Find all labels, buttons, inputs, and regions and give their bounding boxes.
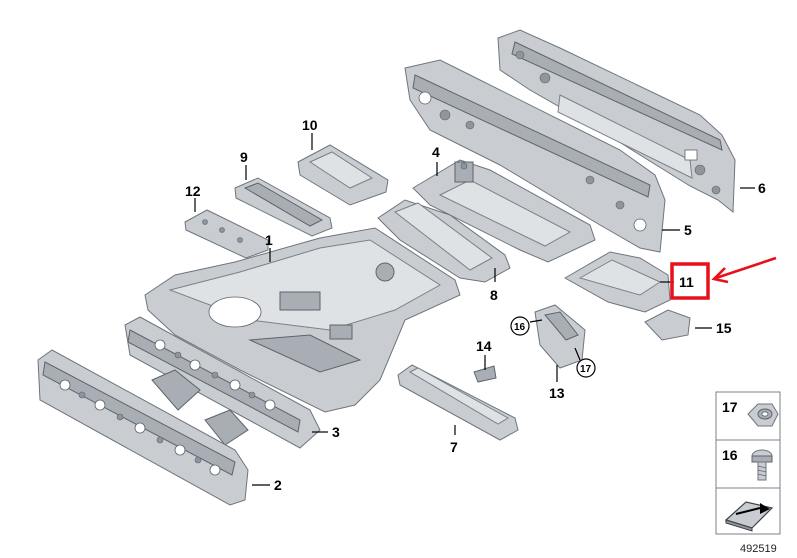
part-5-cross-member bbox=[404, 59, 666, 253]
part-15-bracket bbox=[644, 309, 691, 341]
label-9: 9 bbox=[240, 149, 248, 165]
part-13-bracket bbox=[534, 304, 586, 369]
fastener-legend: 17 16 bbox=[715, 391, 781, 535]
label-16: 16 bbox=[514, 322, 526, 333]
part-11-panel bbox=[563, 251, 671, 313]
part-4-floor-section bbox=[412, 159, 596, 263]
part-2-outer-member bbox=[37, 349, 249, 506]
label-3: 3 bbox=[332, 424, 340, 440]
label-2: 2 bbox=[274, 477, 282, 493]
label-1: 1 bbox=[265, 232, 273, 248]
label-12: 12 bbox=[185, 183, 201, 199]
legend-label-16: 16 bbox=[722, 447, 738, 463]
legend-box-16 bbox=[715, 439, 781, 489]
part-14-clip bbox=[473, 365, 497, 383]
repair-symbol-icon bbox=[724, 501, 774, 532]
part-7-longitudinal bbox=[397, 364, 519, 441]
label-13: 13 bbox=[549, 385, 565, 401]
label-15: 15 bbox=[716, 320, 732, 336]
label-5: 5 bbox=[684, 222, 692, 238]
label-17: 17 bbox=[580, 364, 592, 375]
label-6: 6 bbox=[758, 180, 766, 196]
label-11: 11 bbox=[679, 274, 694, 290]
label-4: 4 bbox=[432, 144, 440, 160]
part-3-member bbox=[124, 316, 321, 449]
nut-icon bbox=[747, 403, 779, 427]
callout-labels: 6 5 4 10 9 12 1 8 15 13 14 7 3 2 11 16 1… bbox=[185, 117, 777, 493]
label-8: 8 bbox=[490, 287, 498, 303]
legend-label-17: 17 bbox=[722, 399, 738, 415]
part-12-plate bbox=[184, 209, 269, 259]
part-8-tunnel bbox=[377, 199, 511, 283]
label-7: 7 bbox=[450, 439, 458, 455]
bolt-icon bbox=[751, 449, 773, 481]
part-10-bracket bbox=[297, 144, 389, 206]
label-14: 14 bbox=[476, 338, 492, 354]
circle-16 bbox=[510, 316, 530, 336]
highlight-box bbox=[670, 262, 710, 300]
part-1-floor-panel bbox=[144, 227, 461, 413]
leader-lines bbox=[194, 133, 755, 486]
highlight-arrow bbox=[711, 256, 777, 284]
label-10: 10 bbox=[302, 117, 318, 133]
part-6-rear-panel bbox=[497, 29, 736, 214]
part-9-rail bbox=[234, 177, 333, 237]
circle-17 bbox=[576, 358, 596, 378]
diagram-reference-number: 492519 bbox=[740, 543, 777, 555]
